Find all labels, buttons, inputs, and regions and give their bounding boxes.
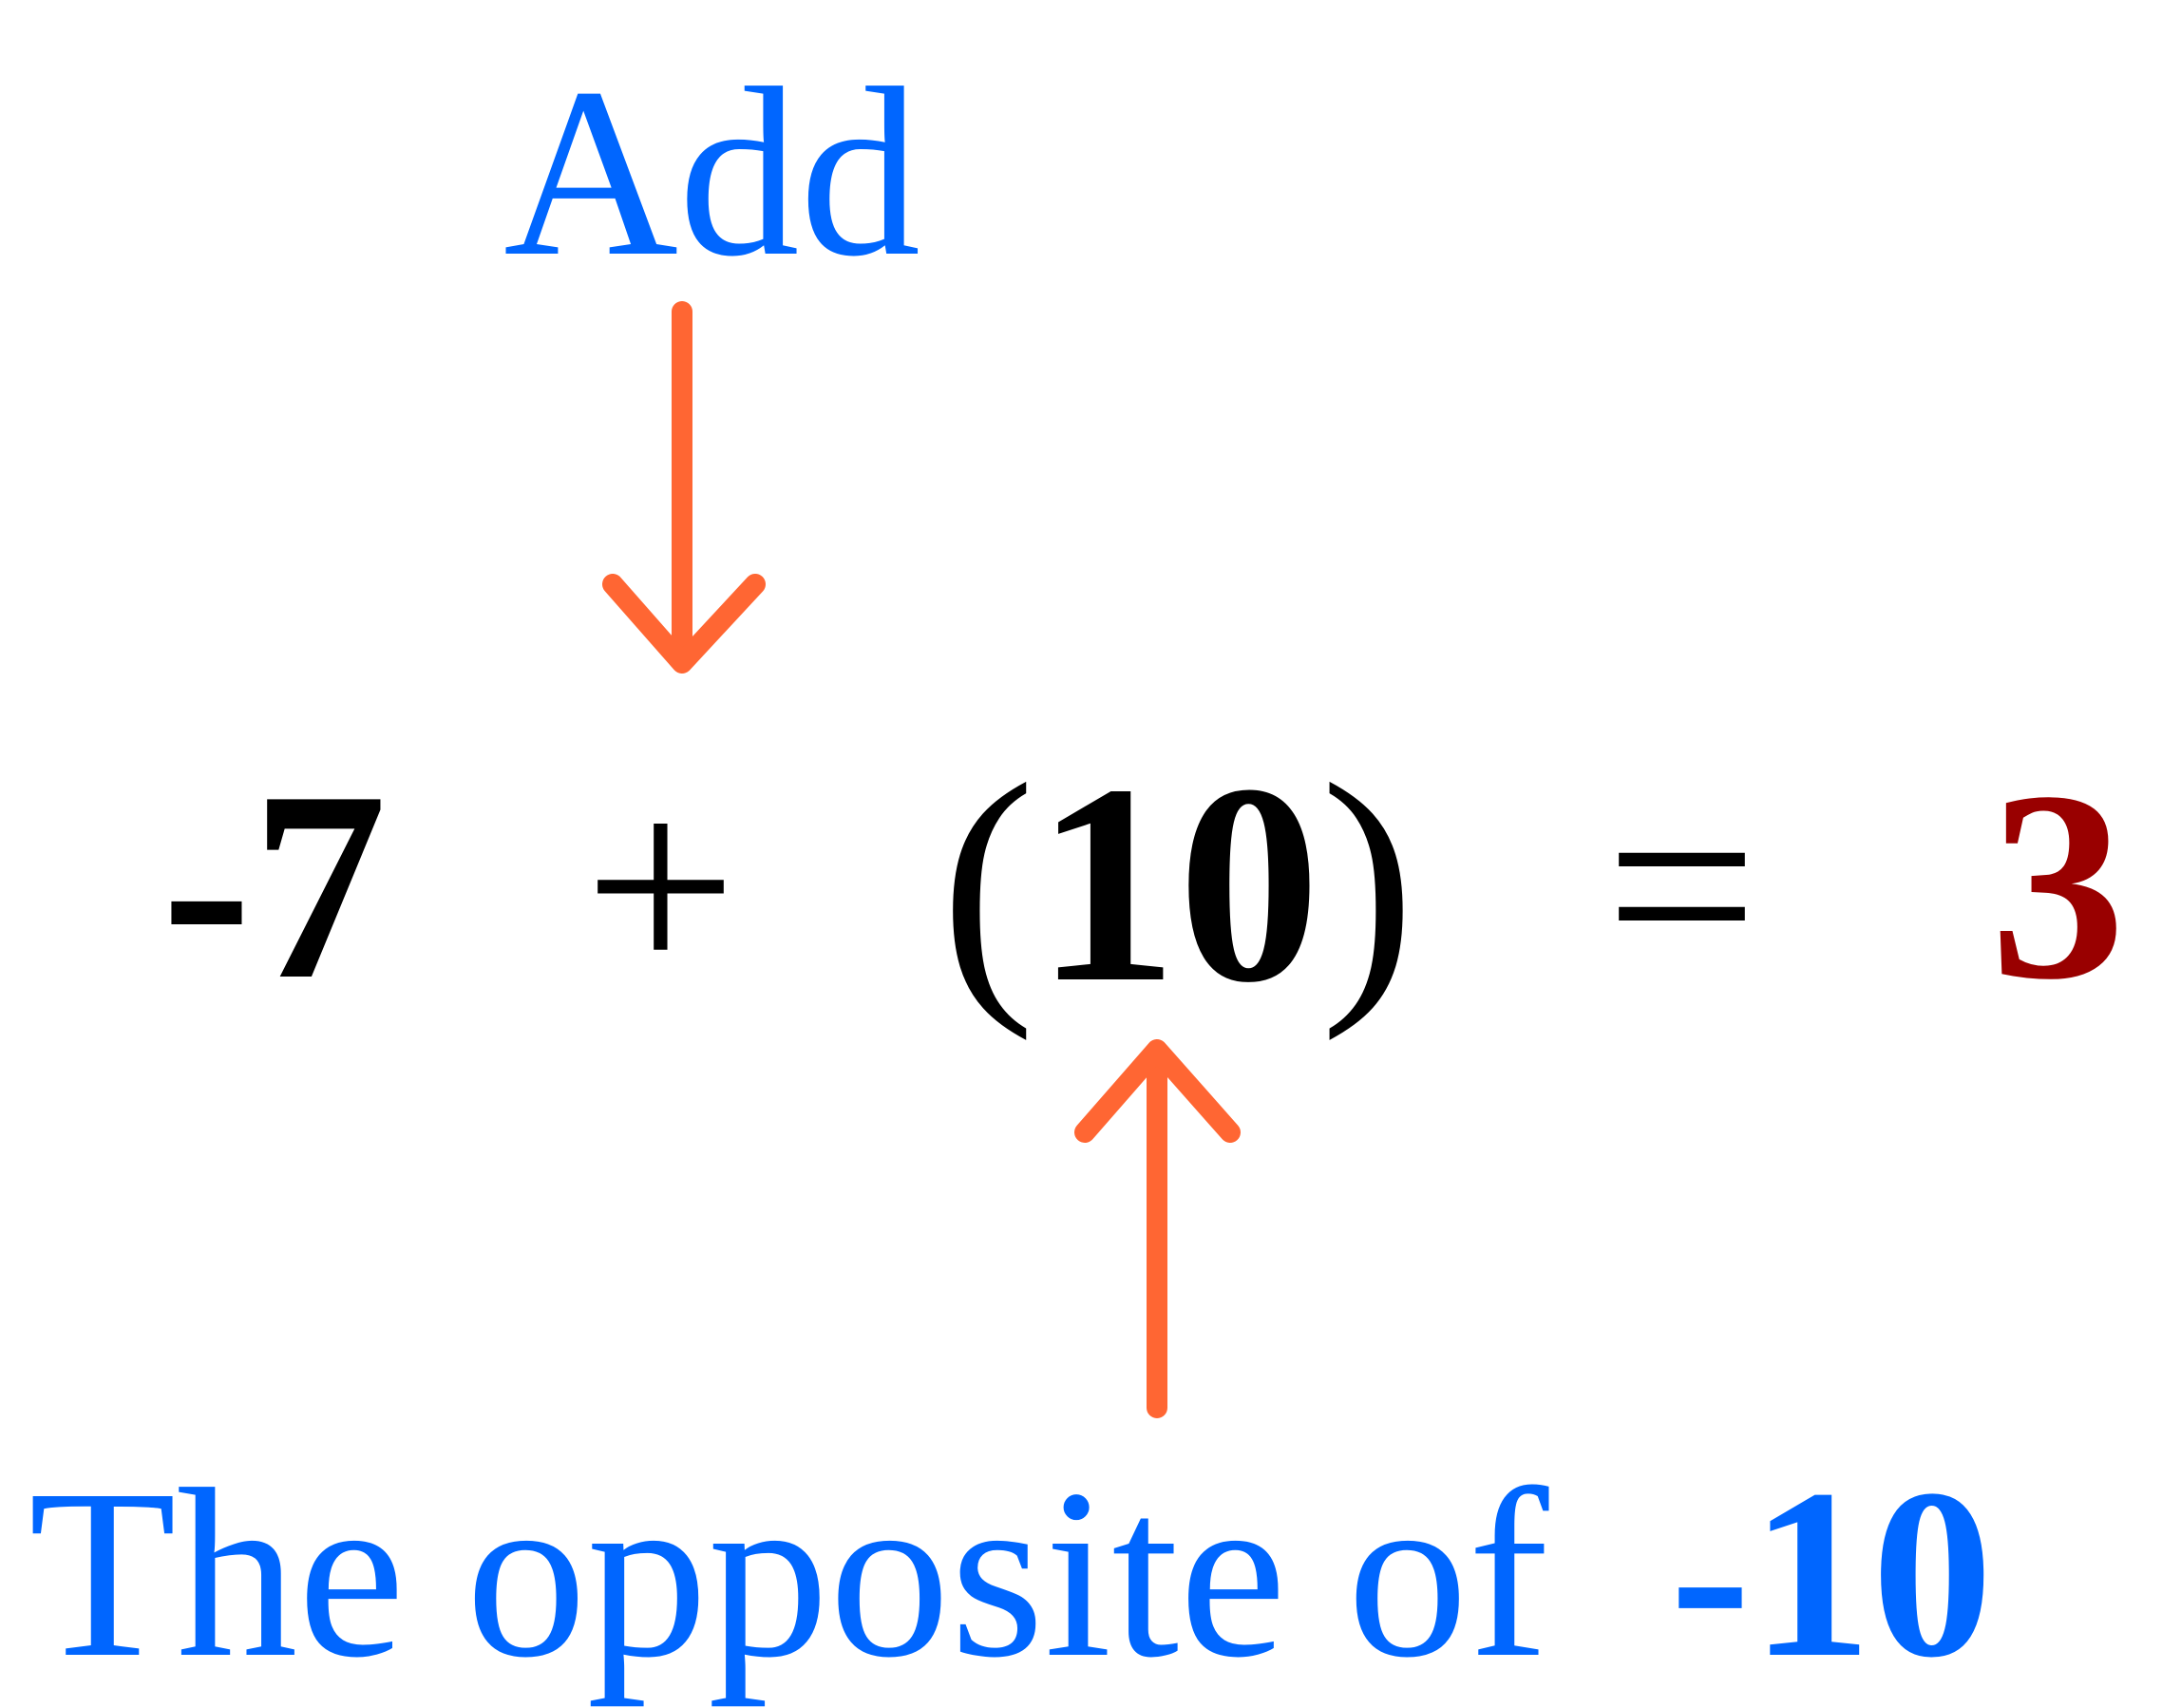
result-value: 3 <box>1990 735 2126 1035</box>
left-operand: -7 <box>161 735 388 1035</box>
plus-operator: + <box>584 735 737 1035</box>
equals-sign: = <box>1605 735 1758 1035</box>
opposite-annotation-number: -10 <box>1669 1440 1993 1708</box>
arrow-down-head <box>602 574 766 674</box>
close-paren: ) <box>1319 726 1415 1041</box>
open-paren: ( <box>940 726 1035 1041</box>
arrow-down-to-plus <box>602 301 766 674</box>
opposite-annotation: The opposite of -10 <box>28 1453 1993 1696</box>
arrow-up-to-ten <box>1074 1039 1241 1418</box>
parenthesized-operand: (10) <box>940 741 1415 1026</box>
arrow-up-head <box>1074 1039 1241 1143</box>
add-annotation: Add <box>503 39 921 307</box>
opposite-annotation-text: The opposite of <box>28 1440 1549 1708</box>
right-operand: 10 <box>1034 726 1320 1041</box>
